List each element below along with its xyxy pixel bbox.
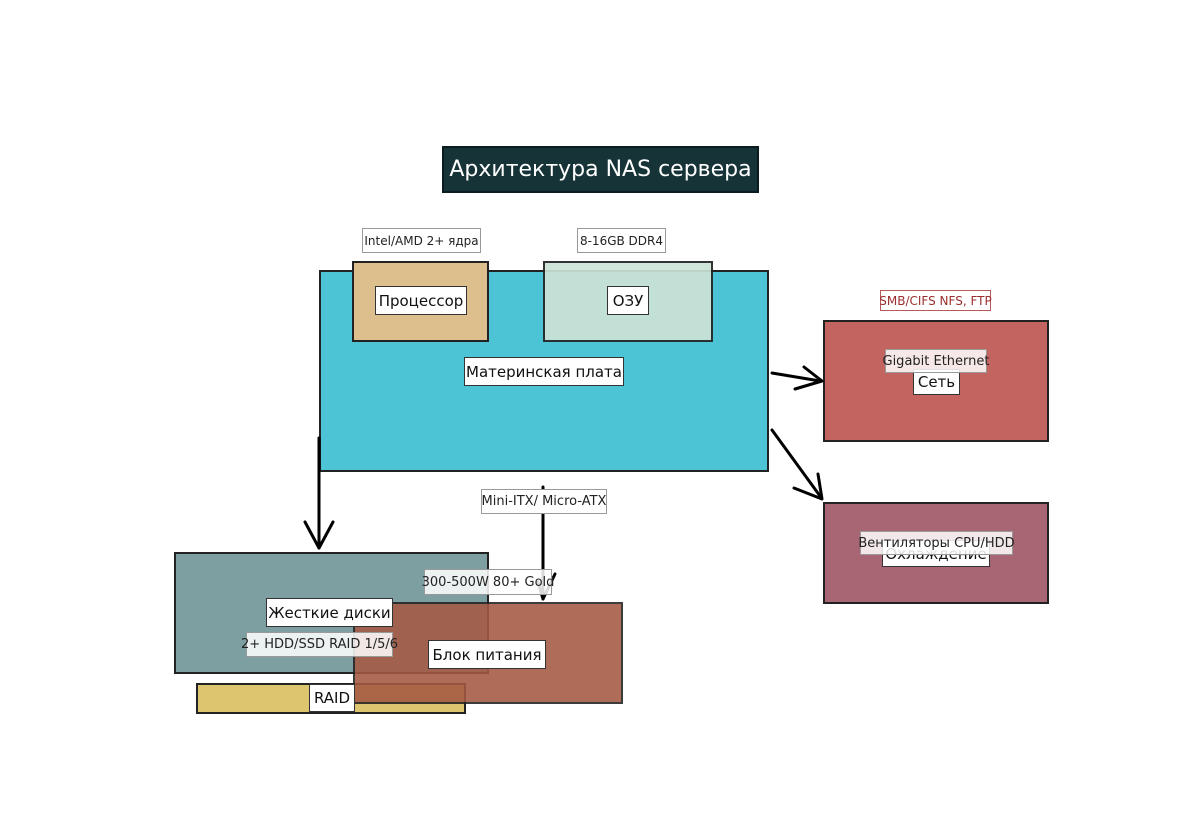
psu-note: 300-500W 80+ Gold [422,569,554,595]
network-protocols-note: SMB/CIFS NFS, FTP [879,290,992,311]
cooling-note: Вентиляторы CPU/HDD [858,531,1015,555]
cpu-label: Процессор [375,286,467,315]
psu-label: Блок питания [428,640,546,669]
ram-label: ОЗУ [607,286,649,315]
network-note: Gigabit Ethernet [883,349,990,373]
hard-disks-label: Жесткие диски [266,598,393,627]
cpu-note: Intel/AMD 2+ ядра [362,228,481,253]
diagram-title: Архитектура NAS сервера [442,146,759,193]
arrow-to-network-head [793,365,824,391]
hard-disks-note: 2+ HDD/SSD RAID 1/5/6 [241,632,398,657]
arrow-to-disks-head [303,520,335,550]
arrow-to-network [770,371,822,383]
motherboard-label: Материнская плата [464,357,624,386]
arrow-to-cooling [770,428,822,498]
motherboard-note: Mini-ITX/ Micro-ATX [481,489,607,514]
raid-label: RAID [309,684,355,712]
arrow-to-cooling-head [792,472,824,501]
ram-note: 8-16GB DDR4 [577,228,666,253]
